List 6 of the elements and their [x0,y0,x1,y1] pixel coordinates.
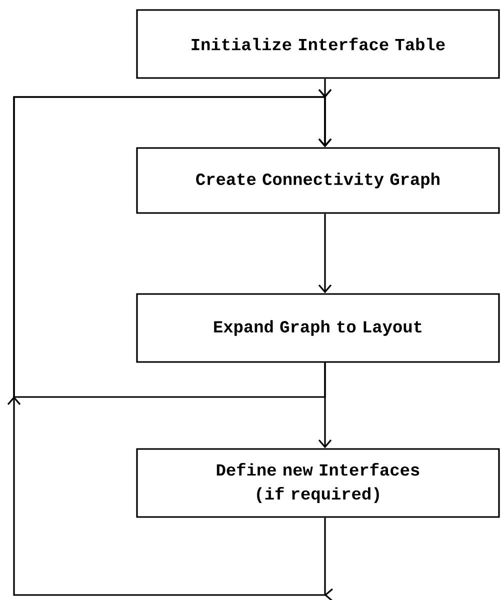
arrow [7,89,332,405]
process-box: Initialize Interface Table [136,9,500,79]
process-box: Create Connectivity Graph [136,147,500,214]
process-box: Define new Interfaces (if required) [136,448,500,518]
process-box: Expand Graph to Layout [136,293,500,363]
arrow [318,214,332,294]
